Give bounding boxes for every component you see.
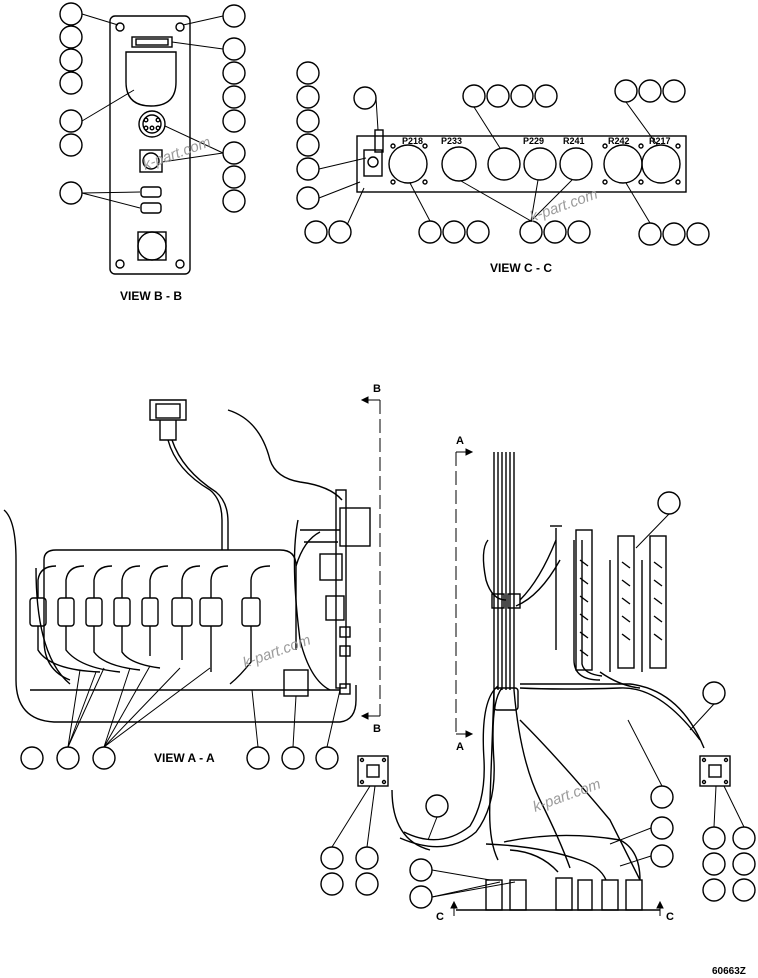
view-a-connector-row bbox=[29, 565, 309, 697]
fuse-blocks bbox=[573, 529, 667, 689]
view-a-title: VIEW A - A bbox=[154, 751, 215, 765]
view-c-callouts bbox=[296, 61, 710, 246]
view-b-leaders bbox=[81, 13, 224, 209]
view-c-panel bbox=[356, 129, 687, 193]
view-c-title: VIEW C - C bbox=[490, 261, 552, 275]
section-b-letter-top: B bbox=[373, 383, 381, 395]
section-a-letter-top: A bbox=[456, 435, 464, 447]
view-a-tray bbox=[3, 399, 357, 723]
section-c-marker bbox=[450, 900, 664, 916]
view-a-callouts bbox=[20, 746, 339, 770]
view-b-panel bbox=[109, 15, 191, 275]
connector-label-p218: P218 bbox=[402, 136, 423, 146]
view-a-panel bbox=[293, 489, 371, 695]
watermark: k-part.com bbox=[531, 776, 603, 816]
section-a-marker bbox=[455, 448, 474, 738]
view-b-callouts bbox=[59, 2, 246, 213]
bottom-connector-row bbox=[456, 877, 660, 911]
view-b-title: VIEW B - B bbox=[120, 289, 182, 303]
side-brackets bbox=[357, 755, 731, 787]
connector-label-p233: P233 bbox=[441, 136, 462, 146]
section-b-letter-bottom: B bbox=[373, 723, 381, 735]
connector-label-p229: P229 bbox=[523, 136, 544, 146]
view-c-leaders bbox=[318, 97, 659, 226]
view-a-leaders bbox=[67, 665, 341, 748]
watermark: k-part.com bbox=[141, 134, 213, 174]
section-a-letter-bottom: A bbox=[456, 741, 464, 753]
section-c-letter-left: C bbox=[436, 911, 444, 923]
harness-leaders bbox=[331, 513, 745, 898]
section-c-letter-right: C bbox=[666, 911, 674, 923]
connector-label-r242: R242 bbox=[608, 136, 630, 146]
drawing-code: 60663Z bbox=[712, 966, 746, 977]
harness-callouts bbox=[320, 491, 756, 909]
connector-label-r217: R217 bbox=[649, 136, 671, 146]
connector-label-r241: R241 bbox=[563, 136, 585, 146]
section-b-marker bbox=[360, 396, 381, 720]
harness-assembly bbox=[391, 452, 705, 881]
